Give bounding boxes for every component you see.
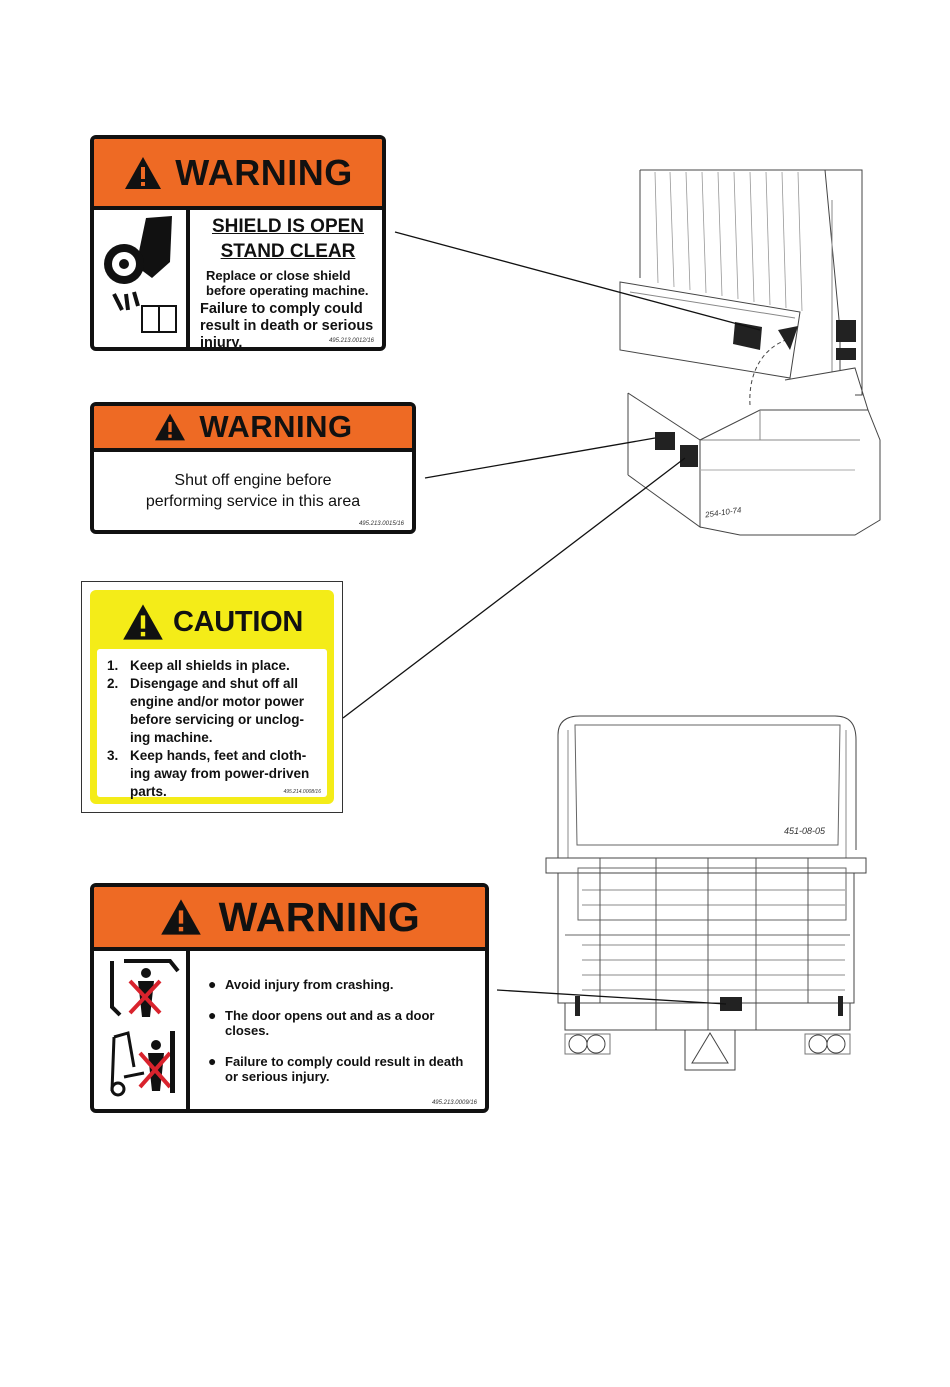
consequence-text: Failure to comply could result in death … <box>200 301 374 351</box>
warning-triangle-icon <box>160 899 201 935</box>
heading-shield-open: SHIELD IS OPEN <box>211 216 365 237</box>
signal-word: WARNING <box>175 151 353 193</box>
part-number: 495.214.0008/16 <box>283 789 321 795</box>
list-item: ●Failure to comply could result in death… <box>208 1053 464 1085</box>
signal-word: WARNING <box>199 409 353 444</box>
list-item: 1.Keep all shields in place. <box>107 658 290 673</box>
part-number: 495.213.0009/16 <box>431 1100 477 1106</box>
shield-open-warning-decal: WARNING SHIELD IS OPEN STAND CLEAR Repla… <box>90 135 386 351</box>
instruction-text: Replace or close shield before operating… <box>206 268 369 298</box>
list-item: ●The door opens out and as a door closes… <box>208 1007 435 1039</box>
door-crushing-warning-decal: WARNING ●Avoid injury from crashing. ●Th… <box>90 883 489 1113</box>
warning-header: WARNING <box>94 887 485 951</box>
instruction-line-2: performing service in this area <box>145 493 361 510</box>
warning-triangle-icon <box>155 413 186 441</box>
signal-word: CAUTION <box>172 605 303 638</box>
warning-header: WARNING <box>94 139 382 210</box>
list-item: ●Avoid injury from crashing. <box>208 976 394 993</box>
list-item: 3.Keep hands, feet and cloth-ing away fr… <box>107 748 310 799</box>
list-item: 2.Disengage and shut off all engine and/… <box>107 676 305 745</box>
drawing-ref-lower: 451-08-05 <box>784 826 826 836</box>
rotating-parts-hazard-icon <box>94 210 190 347</box>
caution-header: CAUTION <box>90 598 334 646</box>
warning-triangle-icon <box>125 156 162 189</box>
caution-triangle-icon <box>123 604 163 640</box>
part-number: 495.213.0015/16 <box>358 521 404 527</box>
heading-stand-clear: STAND CLEAR <box>220 241 356 262</box>
caution-list: 1.Keep all shields in place. 2.Disengage… <box>107 657 321 801</box>
caution-decal: CAUTION 1.Keep all shields in place. 2.D… <box>81 581 343 813</box>
part-number: 495.213.0012/16 <box>328 338 374 344</box>
instruction-line-1: Shut off engine before <box>174 472 332 489</box>
warning-header: WARNING <box>94 406 412 452</box>
door-crush-hazard-icon <box>94 951 190 1109</box>
engine-service-warning-decal: WARNING Shut off engine before performin… <box>90 402 416 534</box>
signal-word: WARNING <box>218 893 421 940</box>
